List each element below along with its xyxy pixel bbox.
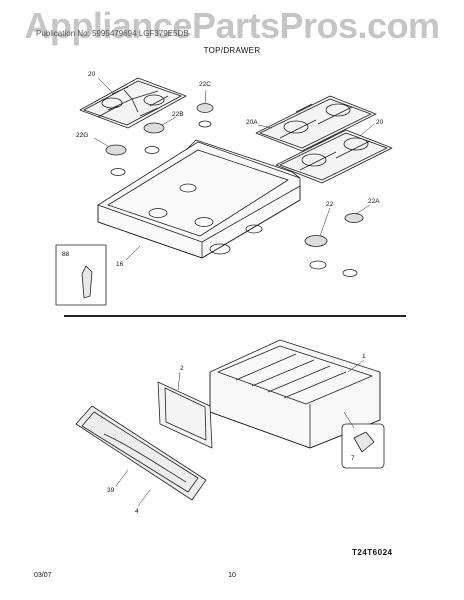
top-callout-labels: 20 22C 22B 22G 20A 20 22 22A 16 88 xyxy=(62,71,384,268)
right-grate-back xyxy=(255,95,377,152)
burner-caps xyxy=(105,103,364,277)
callout-16: 16 xyxy=(116,261,124,268)
callout-1: 1 xyxy=(362,353,366,360)
callout-20-left: 20 xyxy=(88,71,96,78)
detail-88-box xyxy=(55,244,107,306)
callout-2: 2 xyxy=(180,365,184,372)
detail-7-box xyxy=(341,423,385,469)
callout-22g: 22G xyxy=(76,132,88,139)
callout-7: 7 xyxy=(351,455,355,462)
callout-22b: 22B xyxy=(172,111,184,118)
right-grate-front xyxy=(275,129,393,184)
callout-20a: 20A xyxy=(246,119,258,126)
left-grate xyxy=(79,77,187,129)
drawer-panel xyxy=(157,381,213,449)
callout-88: 88 xyxy=(62,251,70,258)
diagram-code: T24T6024 xyxy=(352,548,393,557)
cooktop-top xyxy=(97,139,301,259)
callout-39: 39 xyxy=(107,487,115,494)
top-leader-lines xyxy=(93,77,375,261)
section-title: TOP/DRAWER xyxy=(203,46,261,55)
callout-22: 22 xyxy=(326,201,334,208)
footer-date: 03/07 xyxy=(34,572,52,579)
footer-page-number: 10 xyxy=(228,572,236,579)
bottom-callout-labels: 1 2 7 39 4 xyxy=(107,353,366,515)
callout-20-right: 20 xyxy=(376,119,384,126)
publication-header: Publication No: 5995479694 LGF379E5DB xyxy=(36,29,189,38)
callout-4: 4 xyxy=(135,508,139,515)
callout-22a: 22A xyxy=(368,198,380,205)
drawer-front xyxy=(75,405,207,501)
bottom-leader-lines xyxy=(115,359,365,507)
watermark-text: AppliancePartsPros.com xyxy=(24,5,440,46)
callout-22c: 22C xyxy=(199,81,211,88)
